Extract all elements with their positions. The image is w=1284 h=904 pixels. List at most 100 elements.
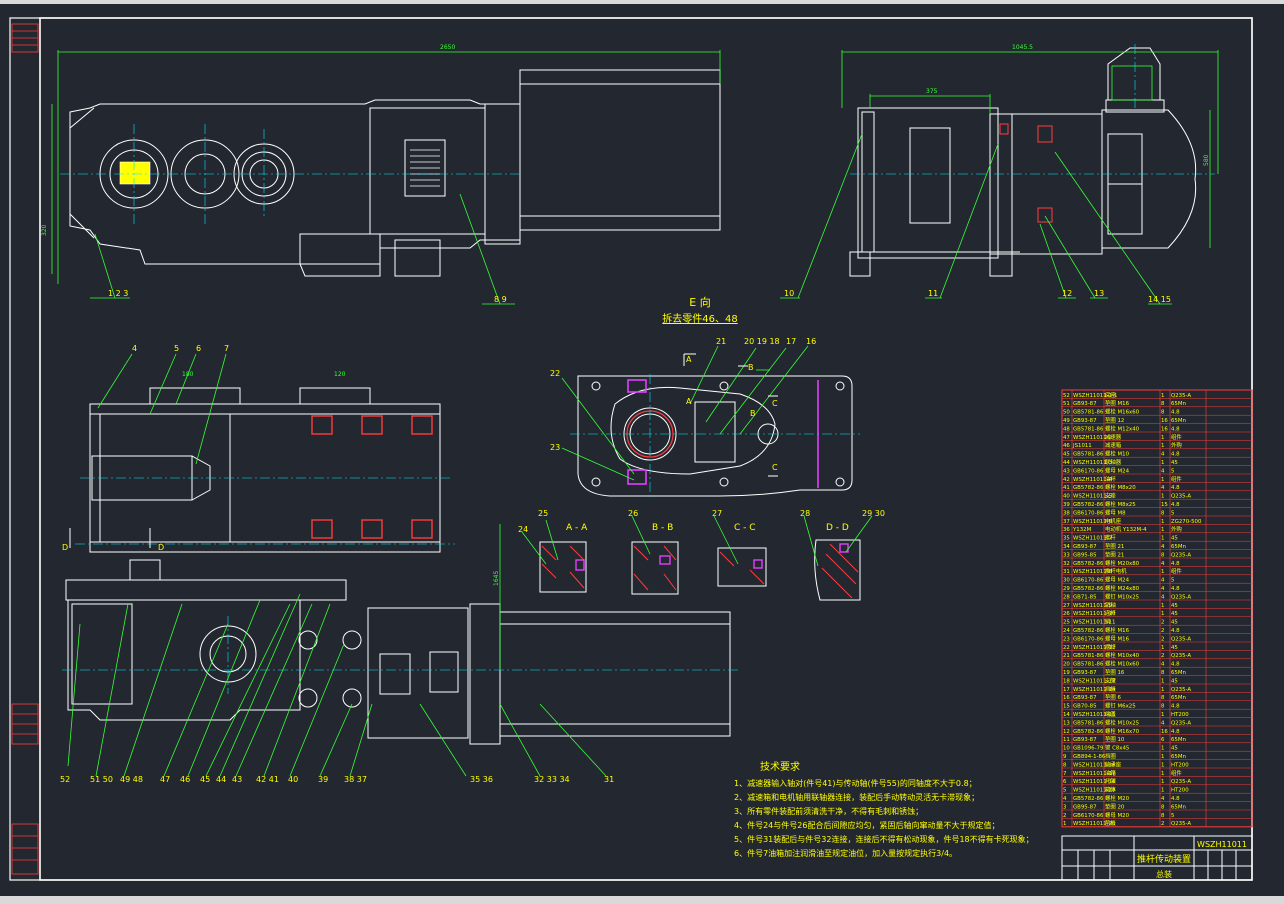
view-side-elevation bbox=[849, 47, 1197, 277]
bom-cell: 38 bbox=[1063, 510, 1070, 516]
bom-cell: 3 bbox=[1063, 804, 1066, 810]
cut-letter-b1: B bbox=[748, 363, 754, 372]
callout-44: 44 bbox=[216, 775, 226, 784]
bom-cell: 销轴 bbox=[1105, 601, 1116, 609]
bom-cell: 4 bbox=[1161, 578, 1165, 584]
dim-front-height: 320 bbox=[41, 224, 48, 236]
bom-cell: WSZH11011-5 bbox=[1073, 494, 1112, 500]
bom-cell: 8 bbox=[1161, 510, 1165, 516]
bom-cell: WSZH11011-8 bbox=[1073, 569, 1113, 575]
bom-cell: 8 bbox=[1161, 704, 1165, 710]
bom-cell: 51 bbox=[1063, 401, 1070, 407]
bom-cell: 1 bbox=[1161, 645, 1164, 651]
bom-cell: 35 bbox=[1063, 536, 1070, 542]
drawing-subname: 总装 bbox=[1156, 869, 1172, 879]
bom-cell: 21 bbox=[1063, 653, 1070, 659]
bom-cell: GB6170-86 bbox=[1073, 510, 1104, 516]
bom-cell: Q235-A bbox=[1171, 821, 1191, 827]
callout-13: 13 bbox=[1094, 289, 1104, 298]
bom-cell: GB5782-86 bbox=[1073, 502, 1104, 508]
bom-cell: 螺栓 M8x20 bbox=[1105, 483, 1136, 491]
bom-cell: 5 bbox=[1171, 468, 1174, 474]
bom-cell: 1 bbox=[1161, 477, 1164, 483]
section-label-c: C - C bbox=[734, 523, 756, 533]
section-accent bbox=[575, 543, 849, 571]
callout-14-15: 14 15 bbox=[1148, 295, 1171, 304]
bom-cell: 1 bbox=[1161, 611, 1164, 617]
bom-cell: GB5782-86 bbox=[1073, 561, 1104, 567]
bom-cell: 16 bbox=[1161, 729, 1168, 735]
callout-5: 5 bbox=[174, 344, 179, 353]
bom-cell: 65Mn bbox=[1171, 670, 1186, 676]
bom-cell: GB93-87 bbox=[1073, 418, 1097, 424]
bom-cell: 65Mn bbox=[1171, 544, 1186, 550]
bom-cell: GB5782-86 bbox=[1073, 628, 1104, 634]
callout-1-2-3: 1 2 3 bbox=[108, 289, 128, 298]
bom-cell: 4.8 bbox=[1171, 662, 1180, 668]
bom-cell: WSZH11011-18 bbox=[1073, 779, 1116, 785]
side-elevation-centerlines bbox=[850, 44, 1215, 175]
bom-cell: 组件 bbox=[1171, 567, 1182, 575]
bom-cell: GB5782-86 bbox=[1073, 729, 1104, 735]
bom-cell: 6 bbox=[1063, 779, 1067, 785]
bom-cell: GB6170-86 bbox=[1073, 813, 1104, 819]
dim-overall-length: 2650 bbox=[440, 44, 455, 51]
callout-26: 26 bbox=[628, 509, 638, 518]
bom-cell: 托架 bbox=[1105, 777, 1116, 785]
callout-11: 11 bbox=[928, 289, 938, 298]
bom-cell: Q235-A bbox=[1171, 494, 1191, 500]
bom-cell: 销 bbox=[1105, 618, 1111, 626]
bom-cell: 22 bbox=[1063, 645, 1070, 651]
bom-cell: 1 bbox=[1161, 603, 1164, 609]
bom-cell: 垫圈 20 bbox=[1105, 802, 1125, 810]
cut-letter-c2: C bbox=[772, 463, 778, 472]
bom-cell: 组件 bbox=[1171, 769, 1182, 777]
bom-cell: 摆杆 bbox=[1105, 643, 1116, 651]
bom-cell: 推杆 bbox=[1105, 534, 1116, 542]
bom-cell: 5 bbox=[1171, 578, 1174, 584]
bom-cell: 1 bbox=[1161, 536, 1164, 542]
bom-cell: 电动机 Y132M-4 bbox=[1105, 525, 1147, 533]
bom-cell: 2 bbox=[1063, 813, 1066, 819]
gearbox-nameplate bbox=[119, 161, 151, 185]
tech-req-4: 4、件号24与件号26配合后间隙应均匀，紧固后轴向窜动量不大于规定值； bbox=[734, 820, 999, 830]
margin-marks bbox=[11, 23, 39, 875]
bom-cell: Q235-A bbox=[1171, 779, 1191, 785]
bom-cell: 连杆 bbox=[1105, 609, 1116, 617]
bom-cell: 8 bbox=[1161, 695, 1165, 701]
plan-hatch bbox=[311, 415, 433, 539]
bom-cell: 支座 bbox=[1105, 492, 1116, 500]
cut-letter-a2: A bbox=[686, 397, 692, 406]
side-elevation-detail-green bbox=[1111, 65, 1153, 101]
bom-cell: 组件 bbox=[1171, 475, 1182, 483]
bom-cell: 47 bbox=[1063, 435, 1070, 441]
bom-cell: 46 bbox=[1063, 443, 1070, 449]
bom-cell: 4 bbox=[1161, 485, 1165, 491]
callout-49-48: 49 48 bbox=[120, 775, 143, 784]
bom-cell: Q235-A bbox=[1171, 720, 1191, 726]
dim-plan-a: 180 bbox=[182, 371, 194, 378]
bom-cell: 8 bbox=[1161, 670, 1165, 676]
bom-cell: 20 bbox=[1063, 662, 1070, 668]
callout-6: 6 bbox=[196, 344, 201, 353]
bom-cell: 13 bbox=[1063, 720, 1070, 726]
bom-cell: GB6170-86 bbox=[1073, 636, 1104, 642]
bom-cell: 45 bbox=[1171, 611, 1178, 617]
bom-cell: 4 bbox=[1161, 586, 1165, 592]
callout-4: 4 bbox=[132, 344, 137, 353]
bom-cell: WSZH11011-1-1 bbox=[1073, 393, 1117, 399]
bom-cell: 1 bbox=[1161, 519, 1164, 525]
callout-23: 23 bbox=[550, 443, 560, 452]
view-e-centerlines bbox=[570, 374, 860, 498]
